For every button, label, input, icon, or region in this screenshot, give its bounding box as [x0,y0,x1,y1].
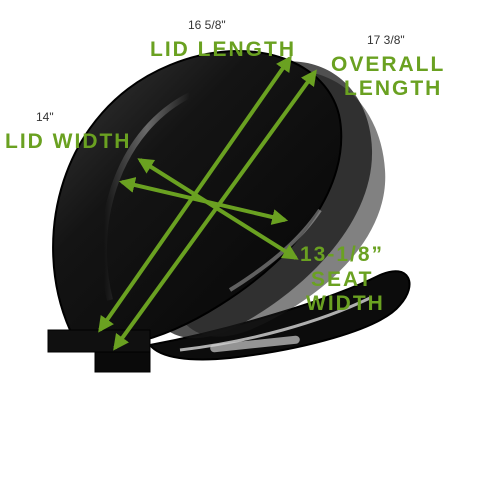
dimension-arrows [98,55,317,351]
overall-length-label-line1: OVERALL [331,53,446,76]
overall-length-value: 17 3/8" [367,33,405,47]
seat-width-arrow [137,158,299,260]
lid-width-value: 14" [36,110,54,124]
lid-length-value: 16 5/8" [188,18,226,32]
seat-width-line2: SEAT [311,268,374,291]
seat-width-line1: 13-1/8” [300,243,385,266]
overall-length-label-line2: LENGTH [344,77,443,100]
lid-length-label: LID LENGTH [150,38,296,61]
lid-width-label: LID WIDTH [5,130,132,153]
seat-width-line3: WIDTH [306,292,385,315]
hinge-base [47,329,151,373]
